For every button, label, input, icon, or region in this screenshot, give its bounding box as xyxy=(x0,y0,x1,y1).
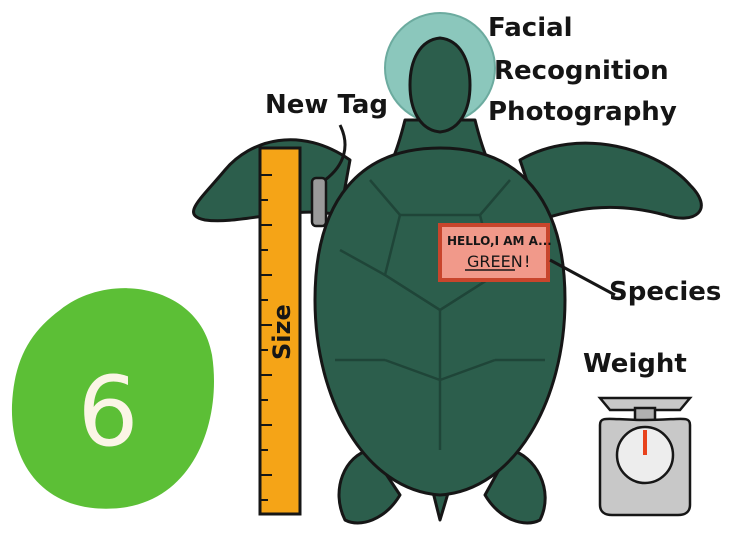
weight-label: Weight xyxy=(583,351,687,378)
facial-label-line2: Recognition xyxy=(494,58,669,85)
species-label: Species xyxy=(609,279,721,306)
name-tag-line1: HELLO,I AM A... xyxy=(447,234,552,248)
new-tag-label: New Tag xyxy=(265,92,388,119)
facial-label-line3: Photography xyxy=(488,99,677,126)
name-tag-mark: ! xyxy=(524,252,530,271)
scale-icon xyxy=(600,398,690,515)
step-number: 6 xyxy=(77,356,138,468)
size-label: Size xyxy=(268,304,296,360)
facial-label-line1: Facial xyxy=(488,15,573,42)
name-tag-line2: GREEN xyxy=(467,252,523,271)
